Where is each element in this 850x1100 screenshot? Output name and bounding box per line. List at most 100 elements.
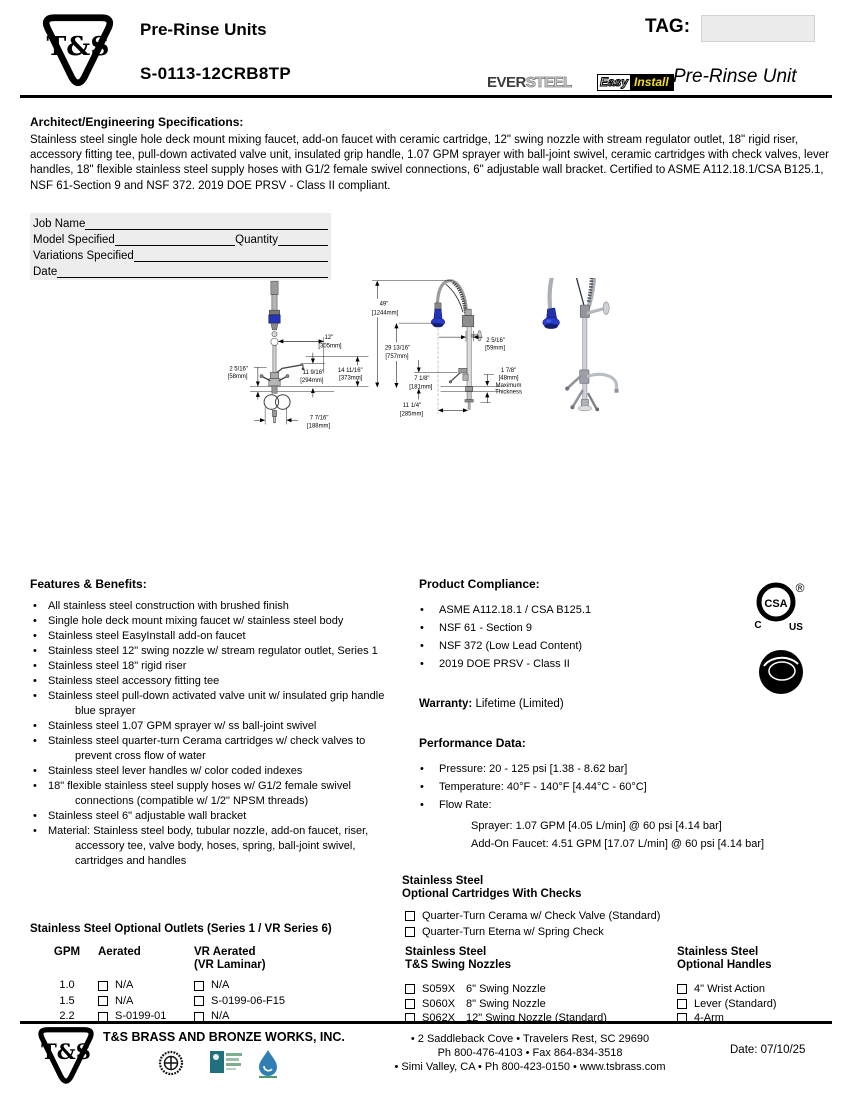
nozzle-code: S060X (422, 997, 456, 1010)
outlets-col-aerated: Aerated (98, 946, 141, 958)
handles-heading-1: Stainless Steel (677, 946, 759, 958)
features-list: All stainless steel construction with br… (30, 599, 398, 869)
alliance-for-water-efficiency-logo-icon (210, 1051, 242, 1073)
outlets-gpm: 1.5 (59, 994, 75, 1007)
handle-option: 4" Wrist Action (694, 983, 765, 995)
performance-list: Pressure: 20 - 125 psi [1.38 - 8.62 bar]… (419, 763, 819, 817)
checkbox[interactable] (405, 984, 415, 995)
spec-heading: Architect/Engineering Specifications: (30, 115, 244, 129)
front-view-drawing (250, 280, 369, 424)
job-form: Job Name Model Specified Quantity Variat… (30, 213, 331, 280)
flow-rate-details: Sprayer: 1.07 GPM [4.05 L/min] @ 60 psi … (419, 817, 829, 853)
category-title: Pre-Rinse Units (140, 20, 267, 39)
checkbox[interactable] (405, 998, 415, 1009)
feature-item: Stainless steel EasyInstall add-on fauce… (30, 629, 398, 644)
ts-logo-footer-icon: T&S (38, 1027, 94, 1084)
header-divider (20, 95, 832, 98)
cartridge-option: Quarter-Turn Eterna w/ Spring Check (422, 926, 604, 938)
dim-valve-mm: [181mm] (409, 385, 433, 391)
footer-address-line-1: • 2 Saddleback Cove • Travelers Rest, SC… (410, 1033, 650, 1045)
feature-item: Stainless steel 12" swing nozzle w/ stre… (30, 644, 398, 659)
csa-us: US (789, 622, 803, 632)
dim-hose-in: 11 1/4" (403, 403, 421, 409)
date-label: Date (33, 266, 58, 278)
easyinstall-easy: Easy (598, 75, 631, 90)
dimension-labels: 12" [305mm] 11 9/16" [294mm] 14 11/16" [… (228, 302, 522, 430)
handles-options: 4" Wrist Action Lever (Standard) 4-Arm (677, 982, 777, 1026)
csa-badge-icon: CSA C US ® (754, 581, 804, 632)
checkbox[interactable] (677, 984, 687, 995)
dim-thick-mm: [48mm] (499, 376, 519, 382)
csa-c: C (754, 620, 761, 631)
dim-bracket-in: 2 5/16" (486, 338, 505, 344)
outlets-vr-option: S-0199-06-F15 (194, 994, 354, 1010)
quantity-field[interactable] (278, 232, 328, 246)
dim-height-in: 49" (380, 302, 389, 308)
performance-item: Temperature: 40°F - 140°F [4.44°C - 60°C… (419, 781, 819, 794)
dim-spray-mm: [757mm] (385, 354, 409, 360)
outlets-aerated-value: N/A (115, 994, 134, 1007)
checkbox[interactable] (98, 980, 108, 991)
csa-text: CSA (764, 598, 787, 610)
quantity-label: Quantity (235, 234, 278, 246)
feature-item: Stainless steel 6" adjustable wall brack… (30, 809, 398, 824)
variations-field[interactable] (133, 248, 328, 262)
feature-item: Stainless steel quarter-turn Cerama cart… (30, 734, 398, 764)
model-specified-label: Model Specified (33, 234, 115, 246)
outlets-aerated-value: S-0199-01 (115, 1010, 167, 1022)
footer-divider (20, 1021, 832, 1024)
features-heading: Features & Benefits: (30, 577, 147, 591)
footer-address-line-3: • Simi Valley, CA • Ph 800-423-0150 • ww… (394, 1061, 666, 1073)
dimension-lines (253, 280, 495, 425)
handle-option: Lever (Standard) (694, 997, 777, 1010)
job-name-field[interactable] (85, 216, 328, 230)
tag-label: TAG: (645, 16, 691, 37)
date-field[interactable] (57, 264, 328, 278)
checkbox[interactable] (405, 927, 415, 937)
product-type-title: Pre-Rinse Unit (673, 66, 797, 87)
dim-nozzle-mm: [305mm] (318, 344, 342, 350)
product-render (542, 278, 619, 412)
dim-thick-note2: Thickness (495, 390, 522, 396)
dim-spray-in: 29 13/16" (385, 346, 410, 352)
checkbox[interactable] (194, 980, 204, 991)
nozzles-heading-1: Stainless Steel (405, 946, 487, 958)
outlets-gpm: 2.2 (59, 1010, 75, 1022)
dim-thick-note1: Maximum (496, 383, 522, 389)
feature-item: All stainless steel construction with br… (30, 599, 398, 614)
cartridge-option: Quarter-Turn Cerama w/ Check Valve (Stan… (422, 910, 661, 922)
compliance-item: 2019 DOE PRSV - Class II (419, 658, 719, 671)
tag-input[interactable] (701, 15, 815, 42)
dim-spout-in: 11 9/16" (303, 370, 325, 376)
outlets-aerated-option: N/A (98, 994, 194, 1010)
cartridges-heading-1: Stainless Steel (402, 875, 484, 887)
warranty-label: Warranty: (419, 698, 473, 710)
footer-date: Date: 07/10/25 (730, 1044, 806, 1056)
feature-item: Stainless steel 1.07 GPM sprayer w/ ss b… (30, 719, 398, 734)
flow-rate-sprayer: Sprayer: 1.07 GPM [4.05 L/min] @ 60 psi … (471, 820, 722, 832)
nozzle-label: 8" Swing Nozzle (466, 997, 546, 1010)
eversteel-ever: EVER (487, 74, 526, 91)
outlets-col-vr: VR Aerated (VR Laminar) (194, 946, 354, 978)
checkbox[interactable] (98, 996, 108, 1007)
checkbox[interactable] (405, 911, 415, 921)
performance-item: Flow Rate: (419, 799, 819, 812)
outlets-vr-value: N/A (211, 979, 230, 991)
dim-height-mm: [1244mm] (372, 310, 399, 316)
outlets-table: GPM Aerated VR Aerated (VR Laminar) 1.0 … (36, 946, 366, 1025)
performance-heading: Performance Data: (419, 736, 526, 750)
handles-heading-2: Optional Handles (677, 958, 772, 971)
cartridges-heading-2: Optional Cartridges With Checks (402, 887, 582, 900)
outlets-aerated-value: N/A (115, 979, 134, 991)
nozzles-heading-2: T&S Swing Nozzles (405, 958, 512, 971)
spec-paragraph: Stainless steel single hole deck mount m… (30, 134, 829, 192)
checkbox[interactable] (194, 996, 204, 1007)
checkbox[interactable] (677, 998, 687, 1009)
feature-item: Stainless steel accessory fitting tee (30, 674, 398, 689)
model-specified-field[interactable] (114, 232, 236, 246)
dim-bracket-mm: [59mm] (485, 346, 505, 352)
feature-item: Material: Stainless steel body, tubular … (30, 824, 398, 869)
blue-sprayer-front (268, 314, 281, 324)
handles-heading: Stainless Steel Optional Handles (677, 946, 772, 971)
warranty-value: Lifetime (Limited) (475, 698, 564, 710)
